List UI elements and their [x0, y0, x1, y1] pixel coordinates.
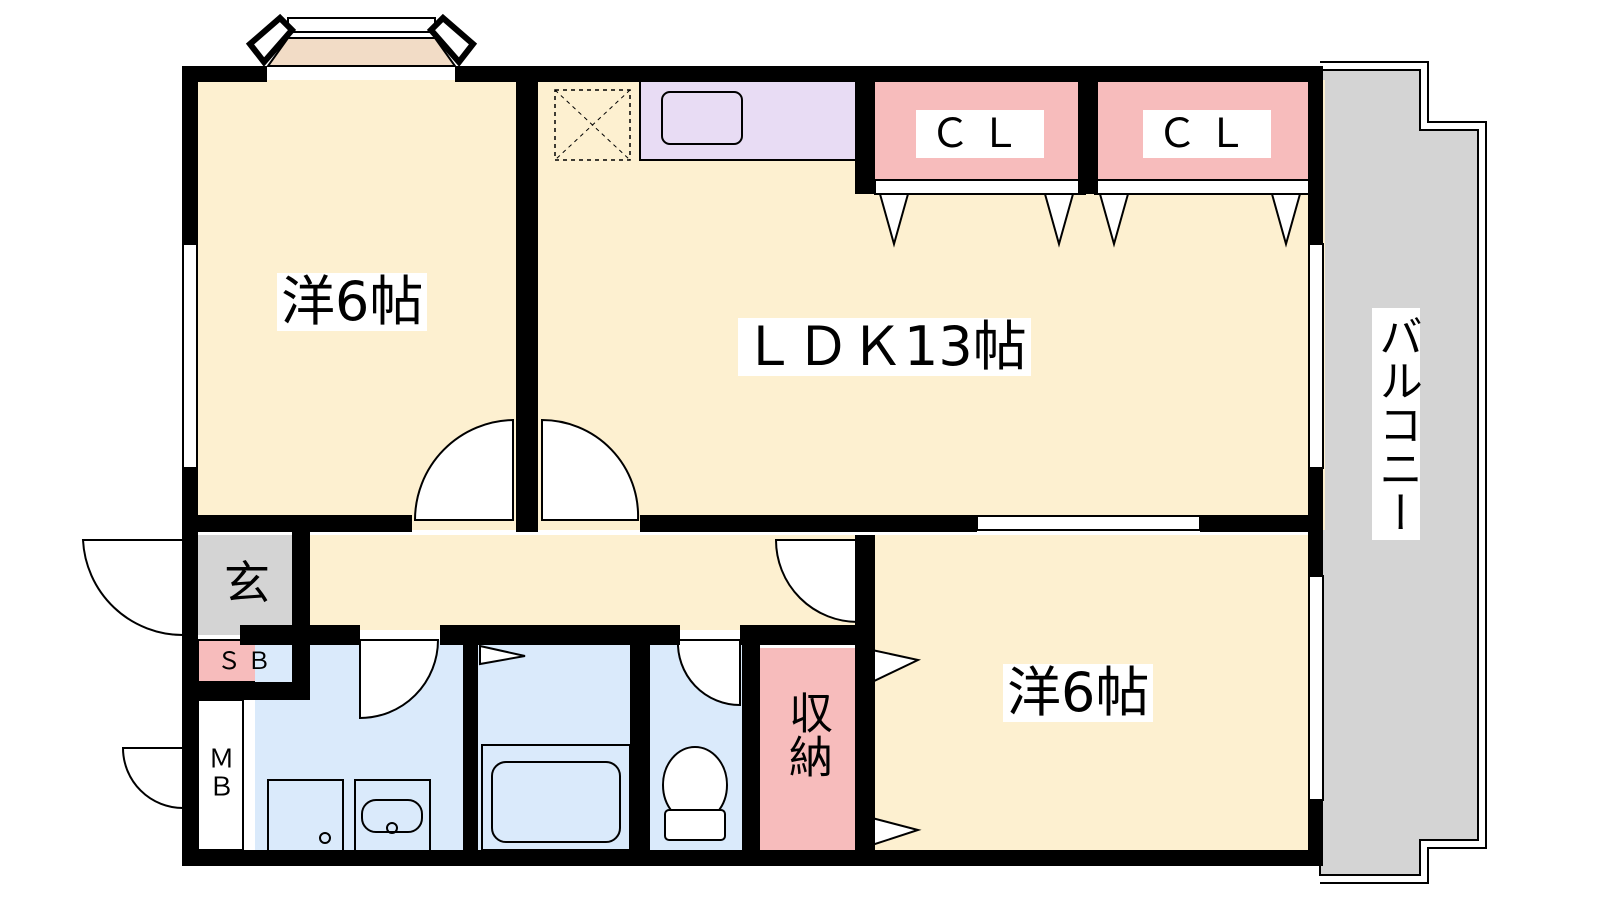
doors — [81, 418, 922, 847]
storage-area — [760, 648, 858, 853]
toilet — [662, 746, 728, 841]
closet-1-label: ＣＬ — [916, 110, 1044, 158]
entrance-floor — [198, 535, 298, 635]
kitchen-sink — [661, 91, 743, 145]
western-room-1-label: 洋6帖 — [277, 273, 428, 331]
bathroom-floor — [475, 640, 640, 855]
entrance-label: 玄 — [224, 556, 270, 610]
bay-window — [245, 13, 478, 67]
storage-label: 収納 — [781, 690, 832, 778]
windows — [182, 243, 1324, 801]
western-room-2-label: 洋6帖 — [1003, 664, 1154, 722]
ldk-label: ＬＤＫ13帖 — [738, 318, 1031, 376]
shoe-box-label: ＳＢ — [217, 647, 277, 675]
meter-box-label: ＭＢ — [204, 745, 234, 801]
balcony-label: バルコニー — [1371, 308, 1422, 540]
fridge-space — [554, 89, 631, 161]
closet-2-label: ＣＬ — [1143, 110, 1271, 158]
meter-box — [197, 699, 244, 851]
walls — [182, 66, 1323, 866]
